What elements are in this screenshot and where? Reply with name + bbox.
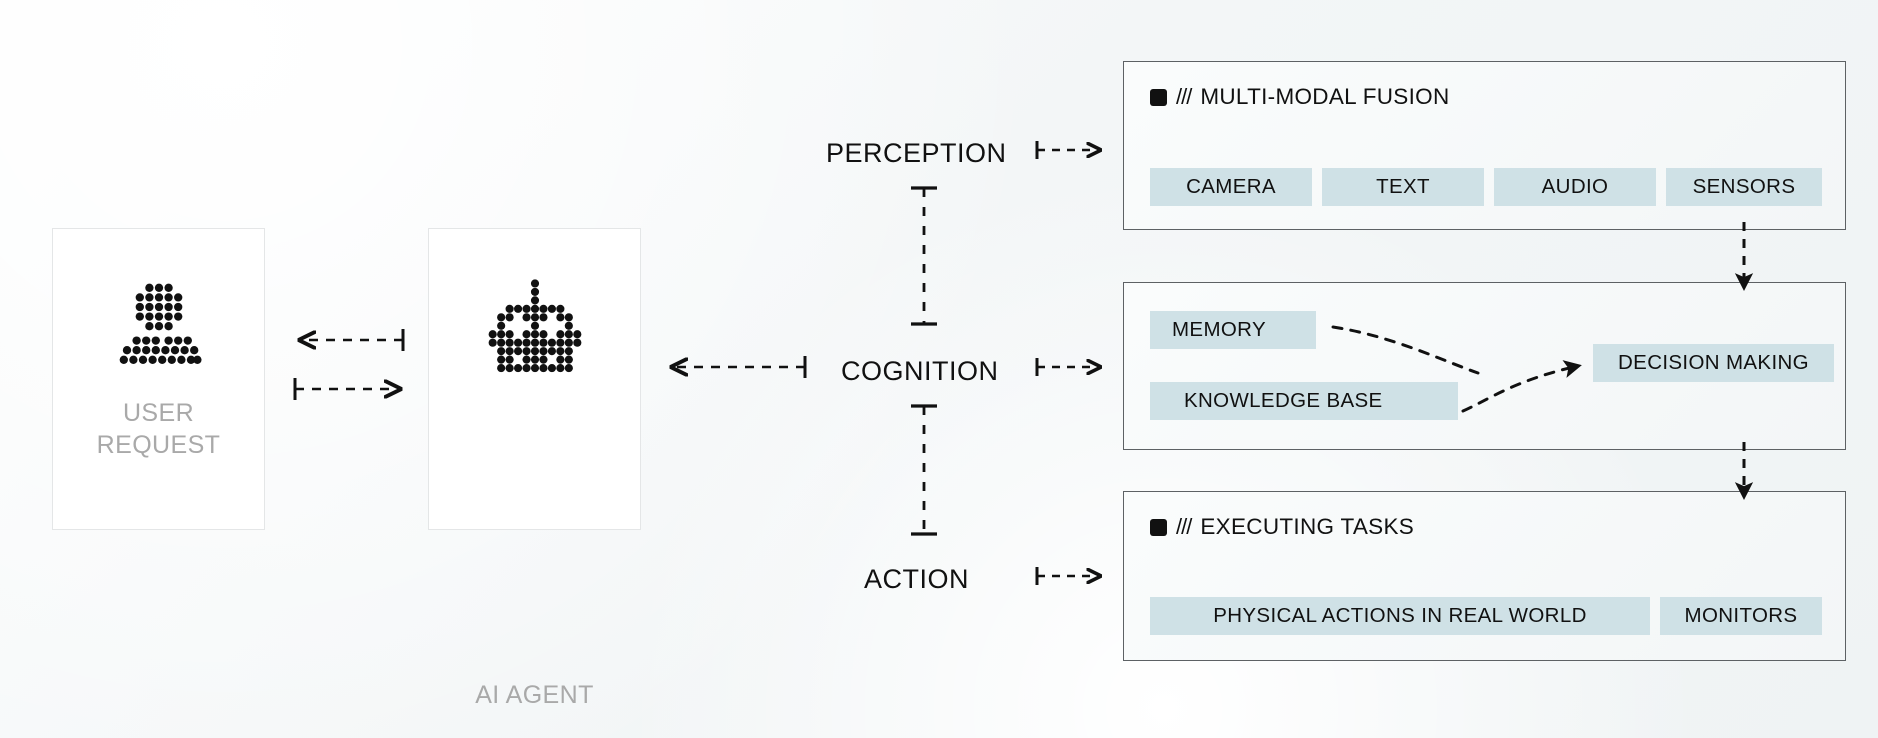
square-bullet-icon <box>1150 518 1167 536</box>
chip-audio[interactable]: AUDIO <box>1494 168 1656 206</box>
stage-label-cognition[interactable]: COGNITION <box>841 356 999 386</box>
panel-multi-modal-fusion[interactable]: /// MULTI-MODAL FUSION CAMERA TEXT AUDIO… <box>1123 61 1846 230</box>
panel-title: EXECUTING TASKS <box>1200 514 1415 539</box>
user-request-label: USER REQUEST <box>53 397 264 461</box>
square-bullet-icon <box>1150 88 1167 106</box>
chip-knowledge-base[interactable]: KNOWLEDGE BASE <box>1150 382 1458 420</box>
connector-action-to-panel <box>1035 567 1100 585</box>
chip-memory[interactable]: MEMORY <box>1150 311 1316 349</box>
panel-executing-tasks[interactable]: /// EXECUTING TASKS PHYSICAL ACTIONS IN … <box>1123 491 1846 661</box>
connector-perception-to-panel <box>1035 141 1100 159</box>
connector-cognition-action-spine <box>911 404 937 536</box>
chip-text[interactable]: TEXT <box>1322 168 1484 206</box>
user-request-label-line1: USER <box>122 399 195 427</box>
robot-dot-matrix-icon <box>485 275 585 380</box>
user-dot-matrix-icon <box>111 275 207 376</box>
panel-title: MULTI-MODAL FUSION <box>1200 84 1450 109</box>
chip-camera[interactable]: CAMERA <box>1150 168 1312 206</box>
chip-sensors[interactable]: SENSORS <box>1666 168 1822 206</box>
ai-agent-card[interactable]: AI AGENT <box>428 228 641 709</box>
chip-decision-making[interactable]: DECISION MAKING <box>1593 344 1834 382</box>
slashes-icon: /// <box>1176 84 1192 109</box>
ai-agent-label-line1: AI AGENT <box>475 681 594 709</box>
user-request-label-line2: REQUEST <box>96 431 221 459</box>
stage-label-action[interactable]: ACTION <box>864 564 970 594</box>
user-request-card[interactable]: USER REQUEST <box>52 228 265 530</box>
connector-perception-cognition-spine <box>911 186 937 326</box>
panel-header-executing-tasks: /// EXECUTING TASKS <box>1150 514 1414 540</box>
chip-physical-actions[interactable]: PHYSICAL ACTIONS IN REAL WORLD <box>1150 597 1650 635</box>
slashes-icon: /// <box>1176 514 1192 539</box>
connector-cognition-to-agent <box>672 356 807 378</box>
stage-label-perception[interactable]: PERCEPTION <box>826 138 1007 168</box>
connector-cognition-to-panel <box>1035 358 1100 376</box>
connector-agent-to-user <box>300 329 405 351</box>
panel-header-multi-modal-fusion: /// MULTI-MODAL FUSION <box>1150 84 1450 110</box>
chip-monitors[interactable]: MONITORS <box>1660 597 1822 635</box>
ai-agent-label: AI AGENT <box>429 679 640 711</box>
panel-cognition[interactable]: MEMORY KNOWLEDGE BASE DECISION MAKING <box>1123 282 1846 450</box>
connector-user-to-agent <box>293 378 400 400</box>
